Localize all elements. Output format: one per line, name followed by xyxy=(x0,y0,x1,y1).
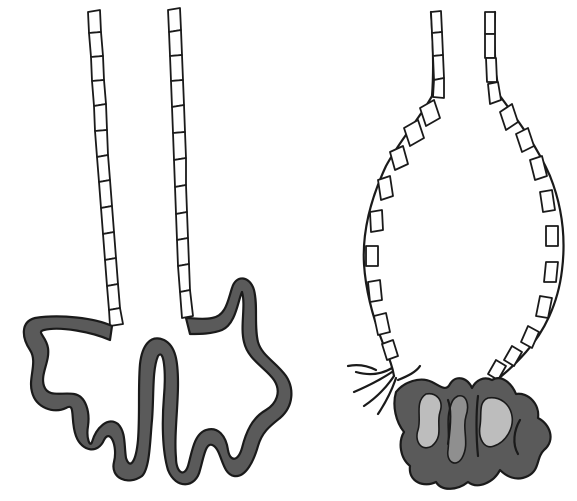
dilated-duct-right-cells xyxy=(485,12,558,380)
dilated-duct-left-outline xyxy=(364,12,433,376)
normal-acini xyxy=(24,278,292,484)
normal-duct-left-wall xyxy=(88,10,123,326)
normal-duct-right-wall xyxy=(168,8,193,318)
dilated-gland-panel xyxy=(348,11,564,489)
normal-gland-panel xyxy=(24,8,292,484)
dilated-acini xyxy=(394,378,550,489)
